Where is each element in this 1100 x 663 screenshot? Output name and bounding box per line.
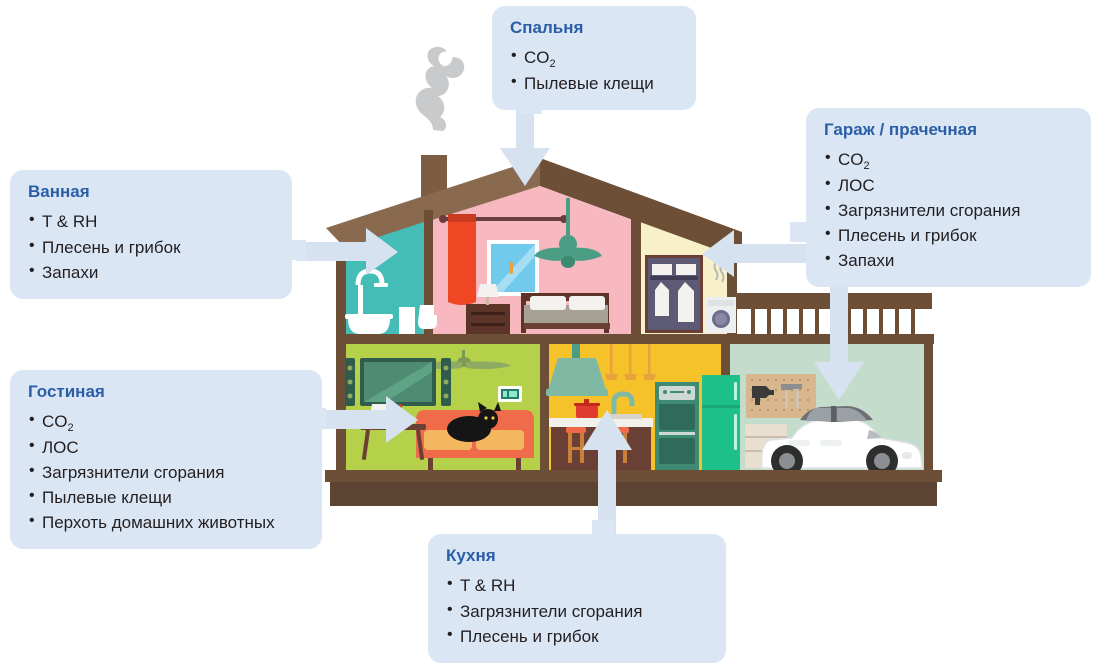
nightstand bbox=[466, 304, 510, 334]
callout-title-bathroom: Ванная bbox=[28, 182, 90, 201]
list-item: Пылевые клещи bbox=[28, 484, 304, 510]
list-item: ЛОС bbox=[28, 434, 304, 460]
wall-divider-bed-laundry bbox=[631, 212, 641, 334]
callout-kitchen[interactable]: Кухня T & RH Загрязнители сгорания Плесе… bbox=[428, 534, 726, 663]
curtain-rod bbox=[443, 217, 563, 221]
laundry-contents bbox=[645, 255, 736, 333]
list-item: CO2 bbox=[510, 44, 678, 70]
living-room-contents bbox=[345, 350, 534, 470]
callout-title-kitchen: Кухня bbox=[446, 546, 496, 565]
roof-right bbox=[540, 158, 742, 260]
callout-title-garage-laundry: Гараж / прачечная bbox=[824, 120, 978, 139]
curtain bbox=[448, 214, 476, 305]
list-item: Загрязнители сгорания bbox=[824, 197, 1073, 223]
bedside-lamp bbox=[477, 284, 499, 297]
wall-left-upper bbox=[336, 246, 346, 334]
callout-bathroom[interactable]: Ванная T & RH Плесень и грибок Запахи bbox=[10, 170, 292, 299]
callout-list-garage-laundry: CO2 ЛОС Загрязнители сгорания Плесень и … bbox=[824, 146, 1073, 273]
pot-icon bbox=[576, 405, 598, 418]
callout-list-bedroom: CO2 Пылевые клещи bbox=[510, 44, 678, 96]
wall-left-lower bbox=[336, 344, 346, 470]
list-item: CO2 bbox=[824, 146, 1073, 172]
list-item: Загрязнители сгорания bbox=[28, 459, 304, 485]
list-item: Загрязнители сгорания bbox=[446, 598, 708, 624]
wall-divider-living-kitchen bbox=[540, 344, 549, 470]
pegboard-icon bbox=[746, 374, 816, 418]
list-item: ЛОС bbox=[824, 172, 1073, 198]
floor-slab-mid bbox=[336, 334, 932, 344]
callout-list-living-room: CO2 ЛОС Загрязнители сгорания Пылевые кл… bbox=[28, 408, 304, 535]
callout-list-bathroom: T & RH Плесень и грибок Запахи bbox=[28, 208, 274, 285]
pendant-light-2 bbox=[624, 374, 637, 380]
car-icon bbox=[760, 406, 923, 477]
callout-bedroom[interactable]: Спальня CO2 Пылевые клещи bbox=[492, 6, 696, 110]
stool-1 bbox=[566, 427, 586, 433]
arrow-bedroom bbox=[498, 68, 554, 188]
arrow-garage bbox=[812, 282, 868, 402]
list-item: Пылевые клещи bbox=[510, 70, 678, 96]
wall-right-upper bbox=[727, 253, 737, 334]
faucet bbox=[611, 391, 635, 418]
wall-divider-bath-bed bbox=[424, 210, 433, 334]
arrow-living-room bbox=[316, 396, 420, 444]
roof-left bbox=[326, 158, 540, 248]
arrow-laundry bbox=[700, 230, 812, 278]
arrow-kitchen bbox=[580, 408, 636, 550]
list-item: Плесень и грибок bbox=[28, 234, 274, 260]
foundation-base bbox=[330, 482, 937, 506]
list-item: Перхоть домашних животных bbox=[28, 509, 304, 535]
list-item: Плесень и грибок bbox=[824, 222, 1073, 248]
pendant-light-3 bbox=[643, 374, 656, 380]
list-item: Запахи bbox=[824, 247, 1073, 273]
list-item: CO2 bbox=[28, 408, 304, 434]
chimney-smoke-icon bbox=[415, 46, 465, 131]
callout-title-living-room: Гостиная bbox=[28, 382, 105, 401]
list-item: T & RH bbox=[446, 572, 708, 598]
callout-title-bedroom: Спальня bbox=[510, 18, 584, 37]
list-item: Запахи bbox=[28, 259, 274, 285]
list-item: T & RH bbox=[28, 208, 274, 234]
range-hood bbox=[548, 358, 606, 390]
callout-garage-laundry[interactable]: Гараж / прачечная CO2 ЛОС Загрязнители с… bbox=[806, 108, 1091, 288]
bedroom-fan-rod bbox=[566, 198, 570, 236]
callout-living-room[interactable]: Гостиная CO2 ЛОС Загрязнители сгорания П… bbox=[10, 370, 322, 550]
arrow-bathroom bbox=[296, 228, 400, 276]
list-item: Плесень и грибок bbox=[446, 623, 708, 649]
wall-right-garage bbox=[924, 344, 933, 470]
foundation-ledge bbox=[325, 470, 942, 482]
callout-list-kitchen: T & RH Загрязнители сгорания Плесень и г… bbox=[446, 572, 708, 649]
bedroom-contents bbox=[439, 198, 610, 334]
pendant-light-1 bbox=[605, 374, 618, 380]
